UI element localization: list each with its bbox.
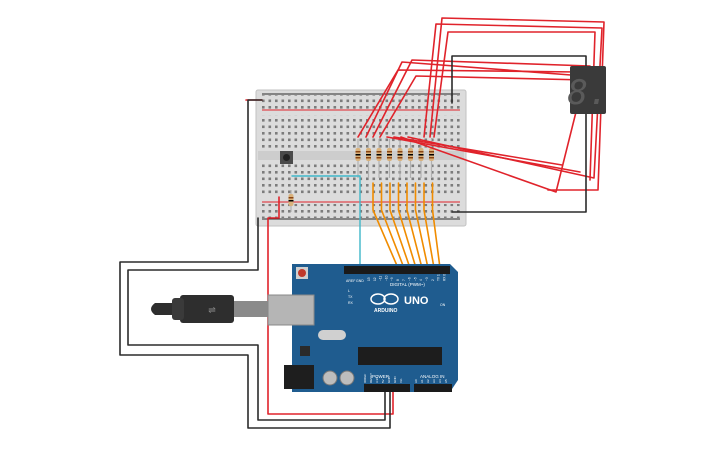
digital-pin-label: 2	[431, 279, 435, 281]
analog-header-label: ANALOG IN	[420, 374, 445, 379]
wire-red-seg-dp	[407, 23, 603, 179]
center-channel	[258, 151, 464, 160]
segment-resistor	[418, 139, 424, 178]
wire-black-gnd-2	[127, 217, 386, 421]
digital-pin-label: 12	[373, 277, 377, 281]
tx-label: TX	[348, 295, 353, 299]
uno-logo: UNO	[404, 295, 429, 307]
capacitor	[322, 370, 338, 386]
lower-terminal-strip	[262, 163, 460, 197]
power-pin-label: Vin	[399, 378, 403, 383]
power-header-strip	[364, 384, 410, 392]
wire-orange-signal	[389, 182, 411, 269]
usb-icon: ⇌	[208, 305, 216, 315]
rx-label: RX	[348, 301, 354, 305]
brand-label: ARDUINO	[374, 308, 397, 314]
analog-pin-label: A2	[426, 379, 430, 383]
digital-pin-label: RX 0	[442, 274, 446, 281]
segment-resistor	[355, 139, 361, 178]
usb-jack	[267, 294, 315, 326]
digital-pin-label: ~11	[379, 276, 383, 281]
analog-pin-label: A1	[420, 379, 424, 383]
wire-orange-signal	[380, 182, 405, 269]
analog-pin-label: A5	[444, 379, 448, 383]
digital-header	[344, 266, 450, 274]
breadboard	[255, 89, 467, 227]
on-led-label: ON	[440, 303, 446, 307]
wire-red-seg-c	[372, 59, 591, 138]
segment-resistor	[387, 139, 392, 178]
digital-pin-label: 7	[402, 279, 406, 281]
wire-black-gnd-1	[119, 99, 391, 429]
atmega-chip	[358, 347, 442, 365]
digital-pin-label: ~6	[408, 277, 412, 281]
power-header-label: POWER	[372, 374, 390, 379]
capacitor	[339, 370, 355, 386]
usb-cable: ⇌	[151, 295, 272, 323]
digital-pin-label: 13	[367, 277, 371, 281]
wire-orange-signal	[431, 182, 441, 269]
power-pin-label: GND	[393, 376, 397, 384]
pull-down-resistor	[288, 190, 294, 212]
digital-pin-label: TX 1	[437, 274, 441, 281]
analog-header-strip	[414, 384, 452, 392]
display-digit: 8.	[568, 73, 609, 113]
wire-red-seg-d	[379, 75, 587, 138]
digital-pin-label: ~10	[384, 275, 388, 281]
wire-red-seg-f	[393, 136, 563, 166]
segment-resistor	[376, 139, 382, 178]
gnd-label: GND	[356, 279, 364, 283]
wire-red-seg-g	[400, 111, 577, 193]
power-pin-label: 5V	[381, 379, 385, 383]
wire-orange-signal	[406, 182, 423, 269]
voltage-regulator	[300, 346, 310, 356]
wire-red-seg-b	[365, 61, 585, 138]
segment-resistor	[408, 139, 413, 178]
analog-pin-label: A4	[438, 379, 442, 383]
orange-wires	[372, 182, 441, 269]
segment-resistors	[355, 139, 434, 178]
wire-black-display-gnd	[451, 55, 587, 213]
digital-header-label: DIGITAL (PWM~)	[390, 282, 425, 287]
wire-red-loop-1	[429, 17, 605, 191]
arduino-uno: DIGITAL (PWM~) AREF GND UNO ARDUINO TX R…	[267, 264, 458, 392]
power-pin-label: 3.3V	[375, 377, 379, 383]
analog-pin-label: A3	[432, 379, 436, 383]
pushbutton[interactable]	[280, 151, 293, 164]
aref-label: AREF	[346, 279, 355, 283]
wires	[119, 17, 605, 429]
power-jack	[284, 365, 314, 389]
segment-resistor	[397, 139, 403, 178]
bottom-power-rail	[262, 204, 460, 218]
power-pin-label: RESET	[369, 373, 373, 383]
top-power-rail	[262, 95, 460, 109]
segment-resistor	[366, 139, 371, 178]
analog-pin-label: A0	[414, 379, 418, 383]
wire-orange-signal	[372, 182, 399, 269]
digital-pin-label: 8	[396, 279, 400, 281]
wire-orange-signal	[397, 182, 417, 269]
digital-pin-label: 4	[419, 279, 423, 281]
digital-pin-label: ~5	[413, 277, 417, 281]
l-led-label: L	[348, 289, 350, 293]
power-pin-label: IOREF	[363, 374, 367, 383]
crystal	[318, 330, 346, 340]
digital-pin-label: ~3	[425, 277, 429, 281]
wire-orange-signal	[414, 182, 429, 269]
power-pin-label: GND	[387, 376, 391, 384]
digital-pin-label: ~9	[390, 277, 394, 281]
arduino-logo	[370, 293, 399, 305]
wire-teal-button	[291, 175, 361, 271]
seven-segment-display: 8.	[568, 66, 609, 114]
reset-button[interactable]	[296, 267, 308, 279]
wire-orange-signal	[423, 182, 435, 269]
